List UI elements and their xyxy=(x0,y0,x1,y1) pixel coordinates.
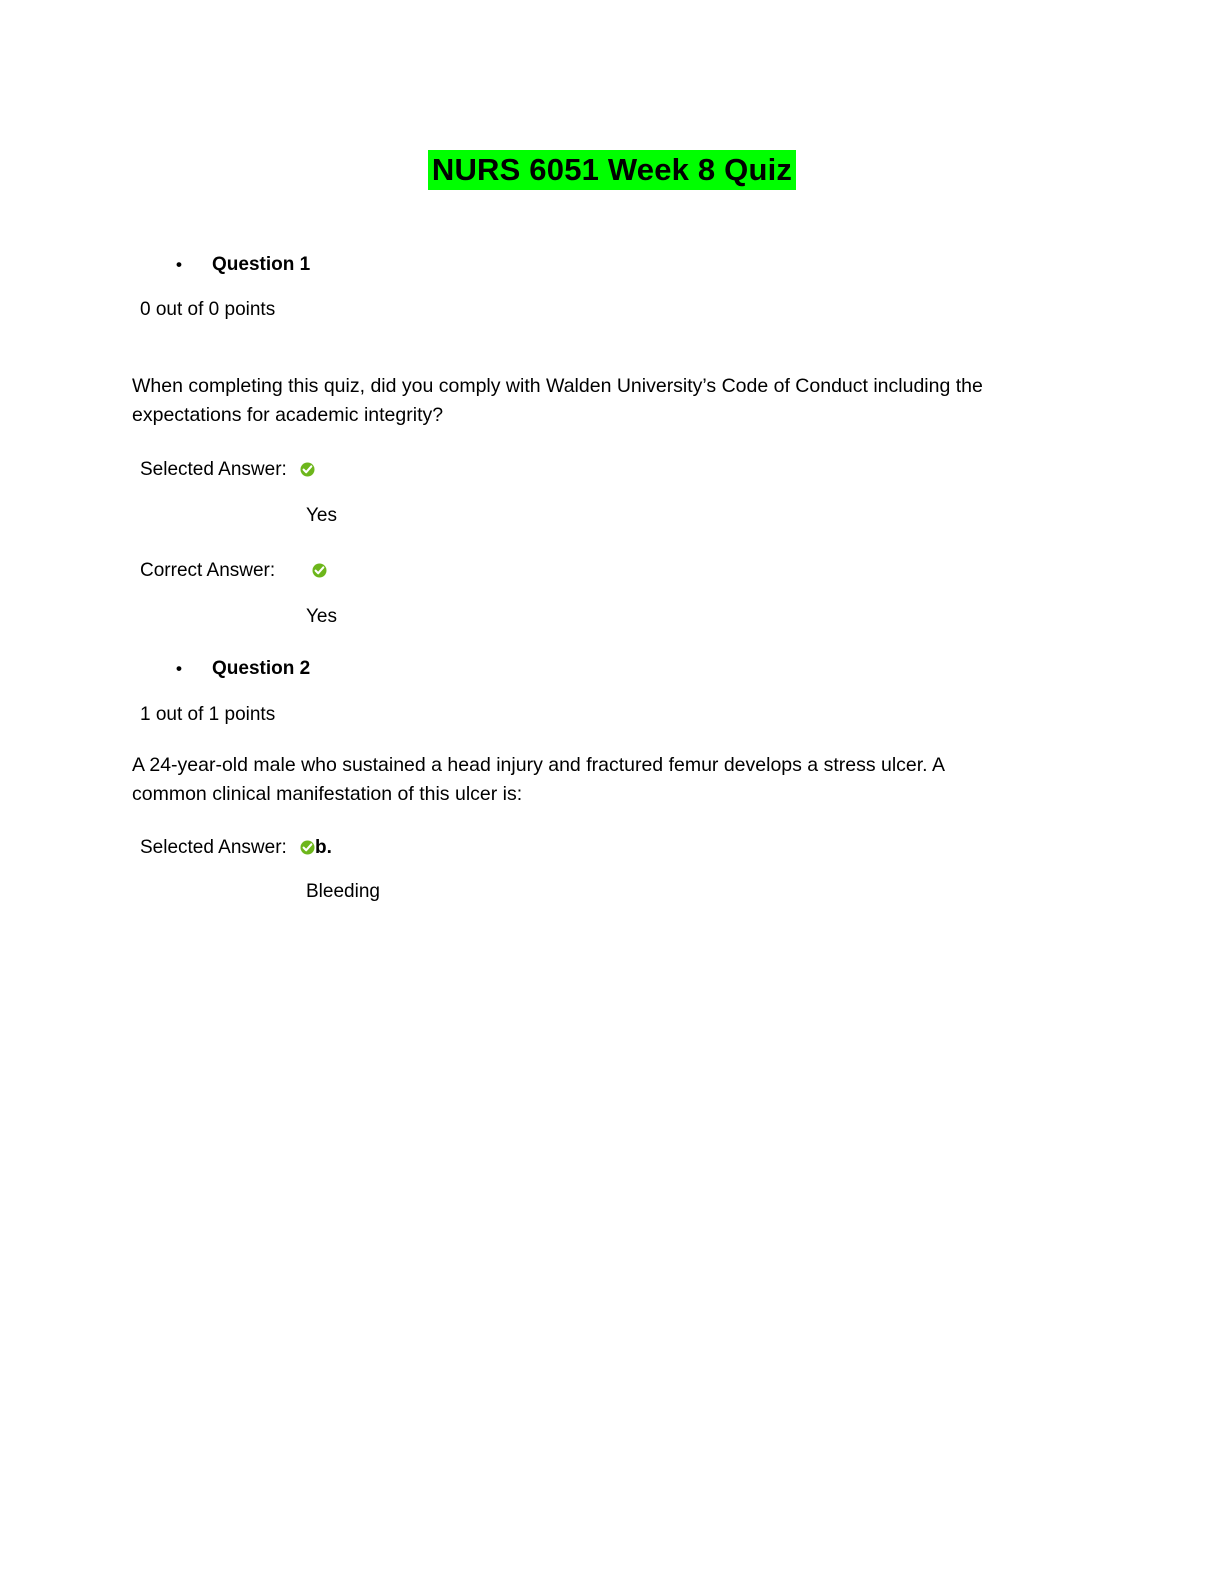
green-check-circle-icon xyxy=(300,462,315,477)
question-2-header-label: Question 2 xyxy=(212,658,311,679)
question-2-selected-answer-label: Selected Answer: xyxy=(140,837,287,858)
green-check-circle-icon xyxy=(312,563,327,578)
green-check-circle-icon xyxy=(300,840,315,855)
question-2-selected-answer-value: Bleeding xyxy=(306,881,380,902)
question-2-header: • Question 2 xyxy=(176,656,310,682)
question-1-selected-answer-row: Selected Answer: xyxy=(140,457,315,483)
question-2-points: 1 out of 1 points xyxy=(140,704,276,725)
page-title: NURS 6051 Week 8 Quiz xyxy=(0,148,1224,192)
question-1-correct-answer-row: Correct Answer: xyxy=(140,558,327,584)
question-1-points: 0 out of 0 points xyxy=(140,299,276,320)
question-1-header: • Question 1 xyxy=(176,252,310,278)
question-1-selected-answer-value: Yes xyxy=(306,505,337,526)
question-2-selected-answer-option: b. xyxy=(315,837,332,858)
question-1-correct-answer-label: Correct Answer: xyxy=(140,560,276,581)
bullet-icon: • xyxy=(176,659,182,678)
question-2-selected-answer-row: Selected Answer: b. xyxy=(140,835,332,861)
question-1-header-label: Question 1 xyxy=(212,254,311,275)
question-1-selected-answer-label: Selected Answer: xyxy=(140,459,287,480)
page-title-text: NURS 6051 Week 8 Quiz xyxy=(427,150,797,190)
question-2-text: A 24-year-old male who sustained a head … xyxy=(132,754,944,805)
bullet-icon: • xyxy=(176,255,182,274)
question-1-correct-answer-value: Yes xyxy=(306,606,337,627)
question-1-text: When completing this quiz, did you compl… xyxy=(132,375,983,426)
